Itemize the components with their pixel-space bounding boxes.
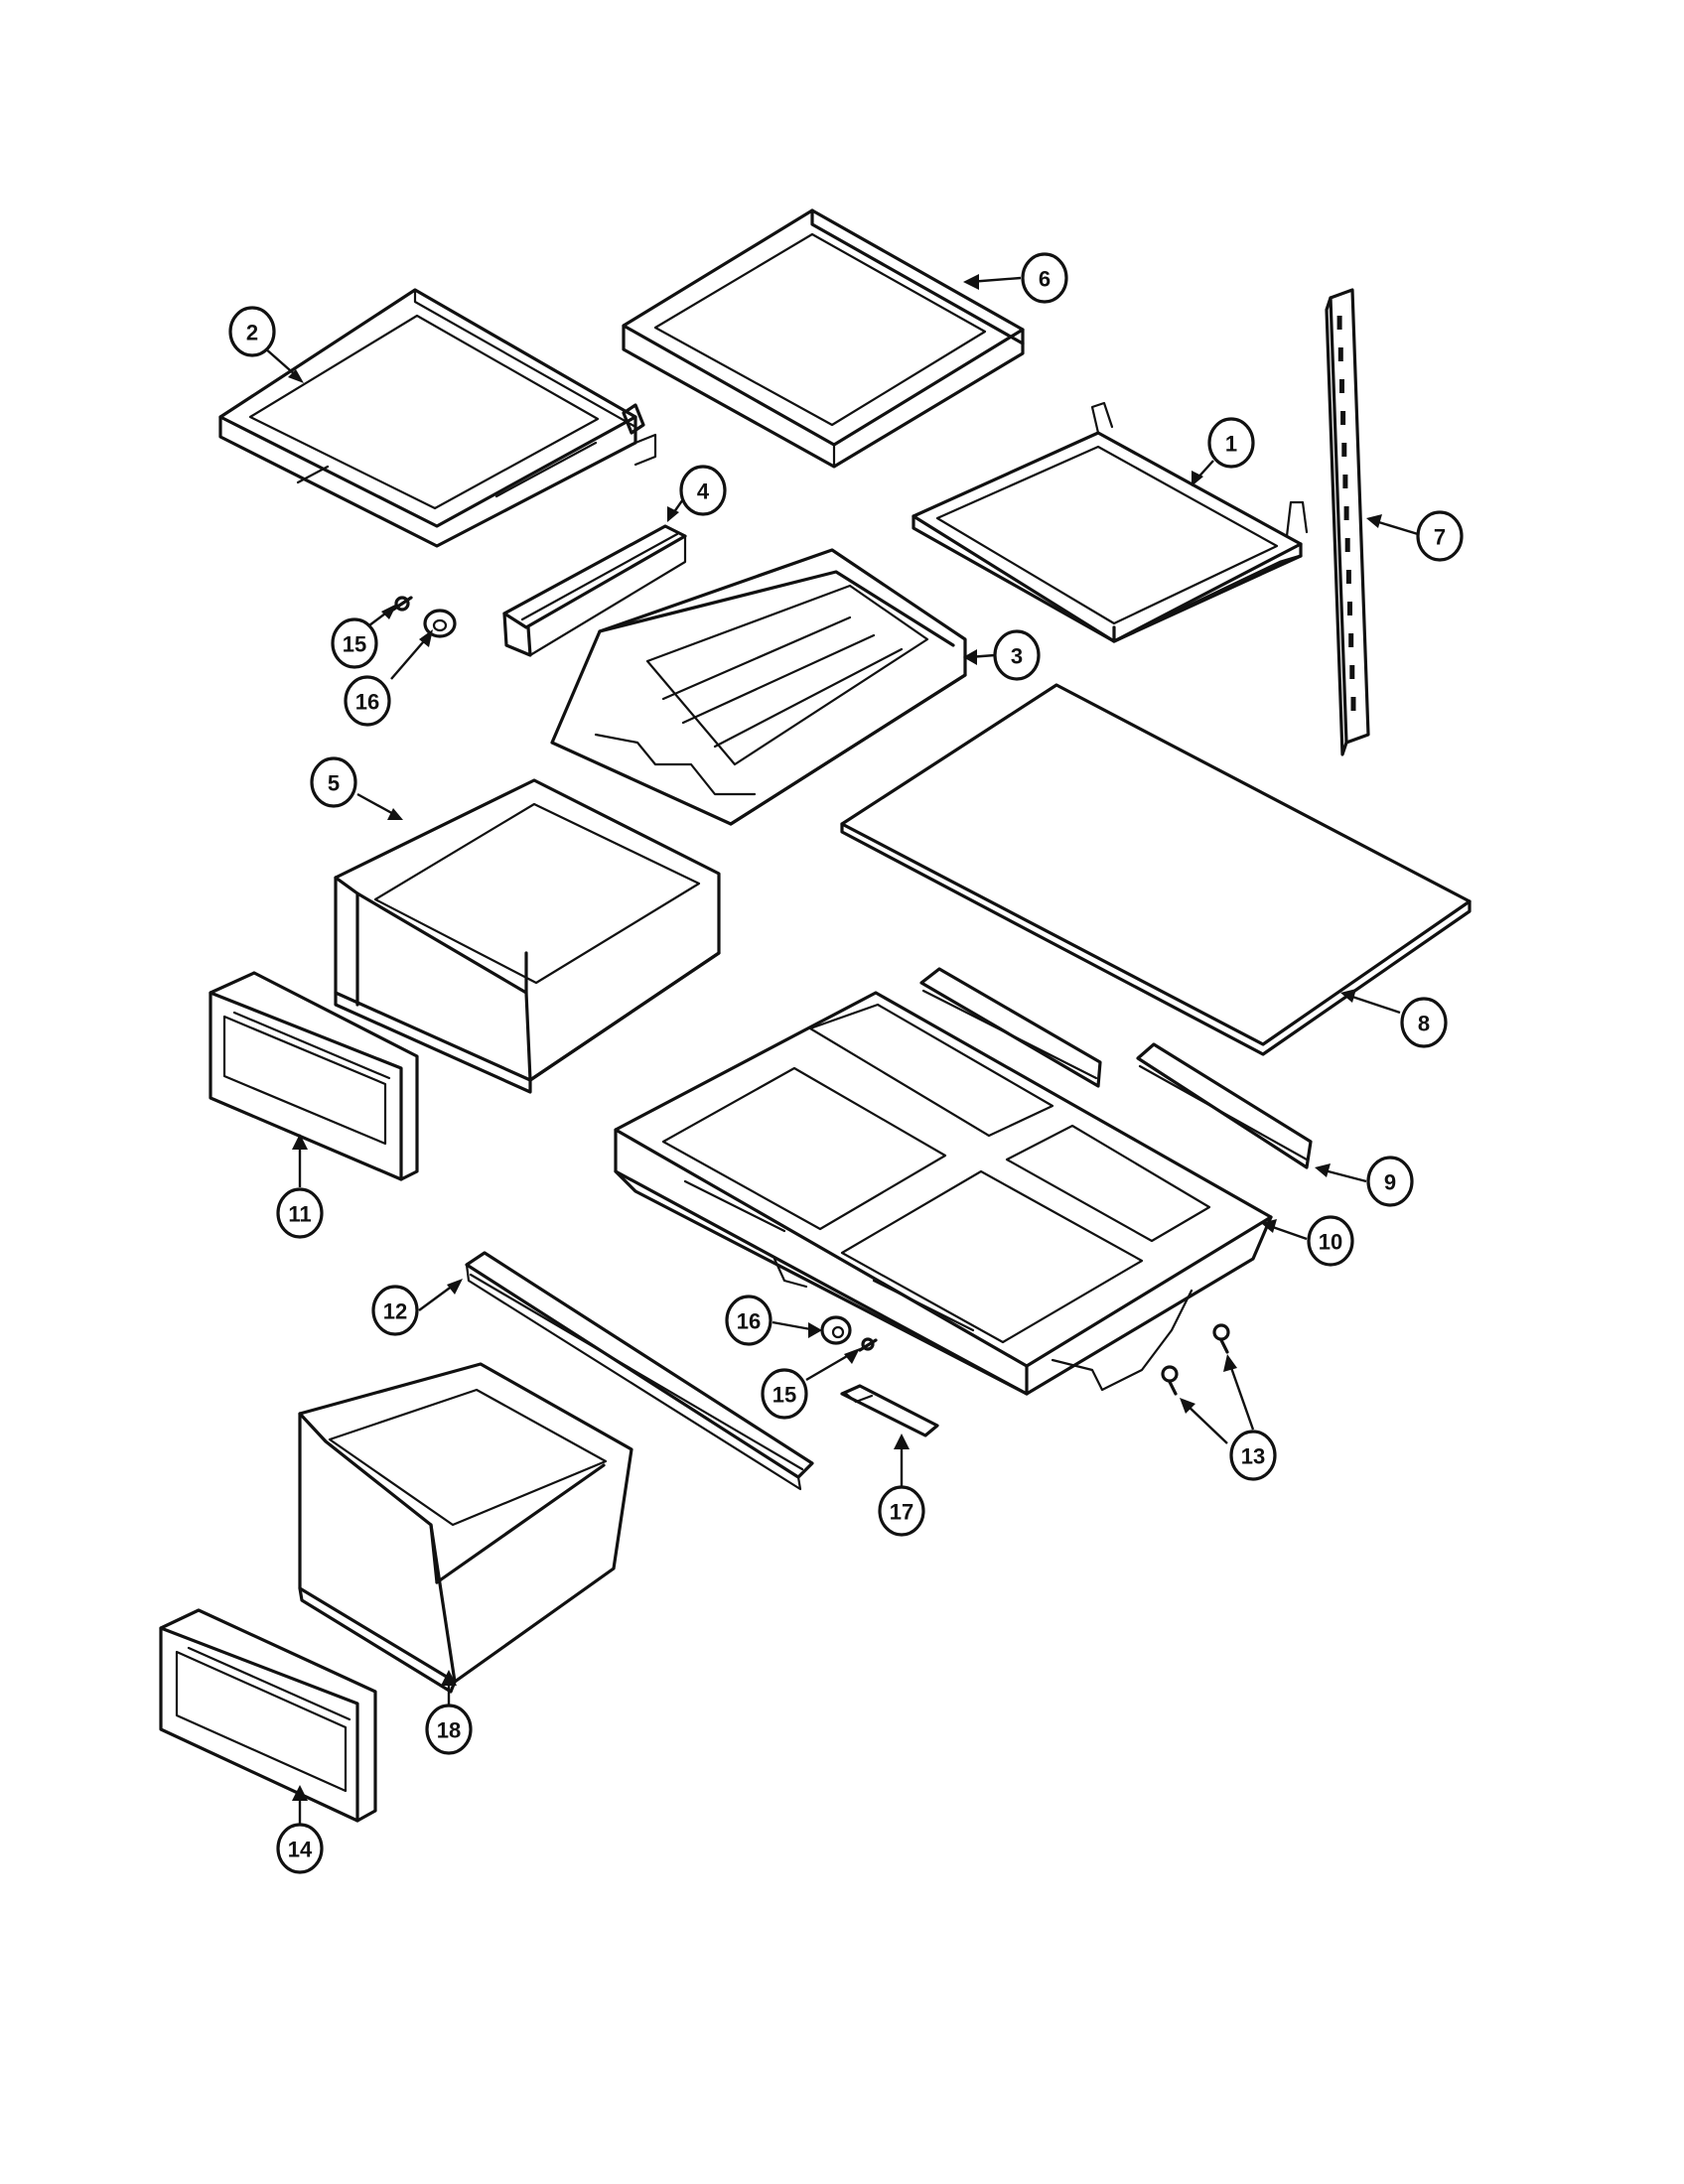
part-screw-15-lower <box>858 1337 878 1352</box>
callout-label-8: 8 <box>1418 1012 1430 1036</box>
callout-label-4: 4 <box>697 479 710 504</box>
part-bracket-17 <box>840 1384 939 1437</box>
callout-label-6: 6 <box>1039 267 1051 292</box>
callout-c6: 6 <box>1021 252 1068 304</box>
callout-c13: 13 <box>1229 1430 1277 1481</box>
part-crisper-cover-3 <box>550 548 967 826</box>
ladder-slot <box>1341 443 1347 457</box>
ladder-slot <box>1345 570 1351 584</box>
callout-label-15-lower: 15 <box>772 1383 796 1408</box>
part-shelf-ladder-7 <box>1325 288 1370 756</box>
ladder-slot <box>1343 506 1349 520</box>
callout-label-2: 2 <box>246 321 258 345</box>
part-long-rail-12 <box>465 1251 814 1491</box>
callout-c15b: 15 <box>761 1368 808 1420</box>
part-shelf-1 <box>912 401 1309 643</box>
callout-label-18: 18 <box>437 1718 461 1743</box>
callout-label-1: 1 <box>1225 432 1237 457</box>
callout-label-12: 12 <box>383 1299 407 1324</box>
ladder-slot <box>1347 602 1352 615</box>
ladder-slot <box>1340 411 1346 425</box>
callout-c5: 5 <box>310 756 357 808</box>
callout-c9: 9 <box>1366 1156 1414 1207</box>
callout-label-13: 13 <box>1241 1444 1265 1469</box>
ladder-slot <box>1342 475 1348 488</box>
part-drawer-18 <box>298 1362 633 1694</box>
part-screw-13-upper <box>1212 1323 1230 1354</box>
callout-c10: 10 <box>1307 1215 1354 1267</box>
part-screw-13-lower <box>1161 1365 1179 1396</box>
callout-c12: 12 <box>371 1285 419 1336</box>
callout-label-9: 9 <box>1384 1170 1396 1195</box>
part-seal-rail-9-upper <box>919 967 1102 1088</box>
callout-label-16-upper: 16 <box>355 690 379 715</box>
part-roller-16-lower <box>820 1315 852 1345</box>
ladder-slot <box>1349 665 1355 679</box>
part-screw-15-upper <box>391 596 413 612</box>
callout-label-17: 17 <box>890 1500 913 1525</box>
part-rail-4 <box>502 524 687 657</box>
ladder-slot <box>1348 633 1354 647</box>
callout-c17: 17 <box>878 1485 925 1537</box>
callout-c16a: 16 <box>344 675 391 727</box>
callout-c15a: 15 <box>331 617 378 669</box>
part-crisper-frame-10 <box>614 991 1273 1396</box>
leader-lines <box>263 274 1419 1825</box>
ladder-slot <box>1339 379 1344 393</box>
part-seal-rail-9-lower <box>1136 1042 1313 1169</box>
callout-label-14: 14 <box>288 1838 313 1862</box>
ladder-slot <box>1336 316 1342 330</box>
part-drawer-front-11 <box>209 971 419 1181</box>
callout-label-10: 10 <box>1319 1230 1342 1255</box>
callout-c4: 4 <box>679 465 727 516</box>
callout-c16b: 16 <box>725 1295 772 1346</box>
part-drawer-front-14 <box>159 1608 377 1823</box>
callout-label-15-upper: 15 <box>343 632 366 657</box>
callout-c18: 18 <box>425 1704 473 1755</box>
part-glass-shelf-6 <box>622 208 1025 469</box>
callout-c2: 2 <box>228 306 276 357</box>
ladder-slot <box>1350 697 1356 711</box>
callout-label-11: 11 <box>288 1202 311 1227</box>
callout-c8: 8 <box>1400 997 1448 1048</box>
part-crisper-drawer-5 <box>334 778 721 1094</box>
callout-label-5: 5 <box>328 771 340 796</box>
callout-label-16-lower: 16 <box>737 1309 761 1334</box>
callout-label-7: 7 <box>1434 525 1446 550</box>
part-glass-shelf-2 <box>218 288 657 548</box>
callout-c3: 3 <box>993 629 1041 681</box>
callout-c1: 1 <box>1207 417 1255 469</box>
callout-c11: 11 <box>276 1187 324 1239</box>
callout-label-3: 3 <box>1011 644 1023 669</box>
part-glass-panel-8 <box>840 683 1472 1056</box>
ladder-slot <box>1337 347 1343 361</box>
ladder-slot <box>1344 538 1350 552</box>
callout-c14: 14 <box>276 1823 324 1874</box>
callout-c7: 7 <box>1416 510 1464 562</box>
